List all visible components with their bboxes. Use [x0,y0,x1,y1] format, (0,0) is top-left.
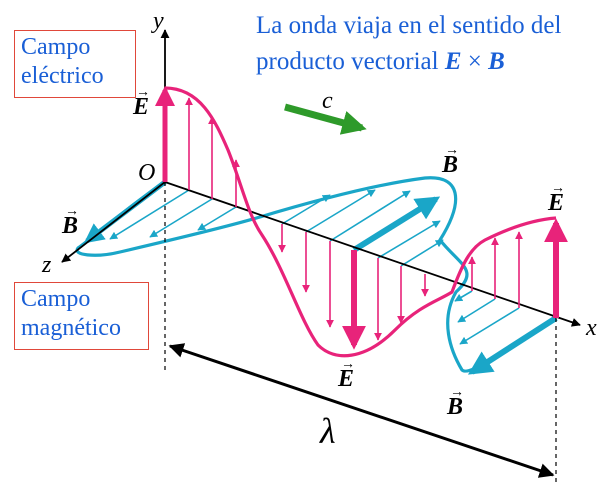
speed-arrow [284,103,367,135]
vector-labels: E → E → E → B → B → B → [61,85,565,420]
title-b-symbol: B [487,48,505,75]
x-axis [164,181,581,327]
svg-text:→: → [450,385,464,400]
magnetic-box-line-2: magnético [21,315,121,341]
electric-field-label-box: Campo eléctrico [14,30,136,98]
b-vector-peak [352,196,441,253]
y-axis-label: y [151,8,164,34]
title-line-2: producto vectorial E × B [256,48,505,75]
title-line-1: La onda viaja en el sentido del [256,12,561,39]
svg-text:→: → [65,204,79,219]
title-line-2-prefix: producto vectorial [256,48,445,75]
z-axis [61,181,166,263]
b-label-peak: B [441,152,458,178]
svg-text:→: → [136,85,150,100]
svg-text:→: → [445,143,459,158]
magnetic-field-label-box: Campo magnético [14,282,149,350]
electric-field-arrows [185,97,523,341]
wavelength-label: λ [319,411,336,451]
electric-box-line-1: Campo [21,34,91,60]
title-times-symbol: × [462,48,489,75]
title-e-symbol: E [444,48,462,75]
origin-label: O [138,160,155,186]
e-label-end: E [547,190,564,216]
magnetic-box-line-1: Campo [21,286,91,312]
z-axis-label: z [41,252,52,278]
electric-box-line-2: eléctrico [21,63,104,89]
wavelength-arrow [168,343,555,478]
svg-text:→: → [341,357,355,372]
speed-label: c [322,88,333,114]
b-label-origin: B [61,213,78,239]
svg-text:→: → [551,181,565,196]
e-label-origin: E [132,94,149,120]
x-axis-label: x [585,315,597,341]
magnetic-field-arrows [109,189,520,345]
